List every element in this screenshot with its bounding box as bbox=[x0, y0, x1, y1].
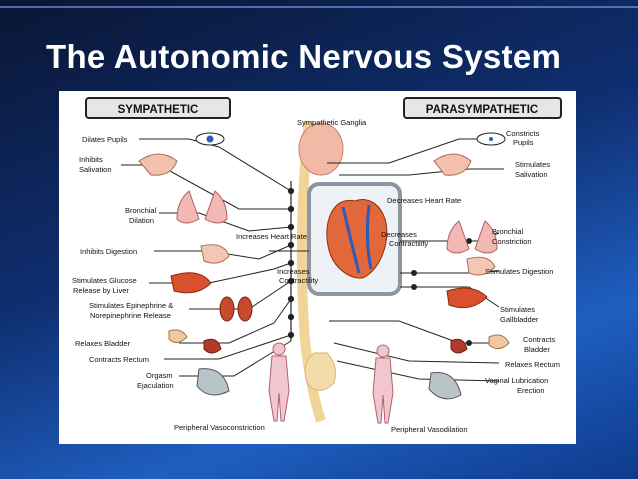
erection-label: Erection bbox=[517, 386, 545, 395]
lungs-right-icon bbox=[446, 220, 498, 254]
sacrum bbox=[304, 352, 336, 391]
sympathetic-header: SYMPATHETIC bbox=[118, 104, 199, 116]
bronchial-constriction-label-1: Bronchial bbox=[492, 227, 524, 236]
stimulates-glucose-label-2: Release by Liver bbox=[73, 286, 129, 295]
inhibits-salivation-label-1: Inhibits bbox=[79, 155, 103, 164]
decreases-contractility-label-1: Decreases bbox=[381, 230, 417, 239]
inhibits-salivation-label-2: Salivation bbox=[79, 165, 112, 174]
body-figure-left-icon bbox=[268, 342, 290, 422]
top-rule bbox=[0, 6, 638, 8]
salivary-right-icon bbox=[433, 153, 472, 176]
stimulates-glucose-label-1: Stimulates Glucose bbox=[72, 276, 137, 285]
parasympathetic-header: PARASYMPATHETIC bbox=[426, 104, 538, 116]
bronchial-dilation-label-2: Dilation bbox=[129, 216, 154, 225]
rectum-left-icon bbox=[203, 338, 222, 354]
bronchial-dilation-label-1: Bronchial bbox=[125, 206, 157, 215]
constricts-pupils-label-1: Constricts bbox=[506, 129, 540, 138]
stomach-left-icon bbox=[200, 244, 230, 264]
pupil-left-icon bbox=[206, 135, 214, 143]
inhibits-digestion-label: Inhibits Digestion bbox=[80, 247, 137, 256]
kidney-right-icon bbox=[237, 296, 253, 322]
stomach-right-icon bbox=[466, 256, 496, 276]
bladder-left-icon bbox=[168, 329, 188, 343]
increases-contractility-label-1: Increases bbox=[277, 267, 310, 276]
kidney-left-icon bbox=[219, 296, 235, 322]
stimulates-digestion-label: Stimulates Digestion bbox=[485, 267, 553, 276]
orgasm-label-1: Orgasm bbox=[146, 371, 173, 380]
liver-left-icon bbox=[170, 272, 212, 294]
relaxes-bladder-label: Relaxes Bladder bbox=[75, 339, 131, 348]
lungs-left-icon bbox=[176, 190, 228, 224]
pelvis-left-icon bbox=[196, 368, 230, 396]
parasympathetic-header-box bbox=[403, 97, 562, 119]
salivary-left-icon bbox=[138, 153, 178, 176]
epinephrine-label-2: Norepinephrine Release bbox=[90, 311, 171, 320]
bladder-right-icon bbox=[488, 334, 510, 349]
constricts-pupils-label-2: Pupils bbox=[513, 138, 534, 147]
slide-title: The Autonomic Nervous System bbox=[46, 38, 562, 75]
vasodilation-label: Peripheral Vasodilation bbox=[391, 425, 468, 434]
spinal-cord bbox=[296, 120, 326, 423]
rectum-right-icon bbox=[450, 338, 468, 354]
epinephrine-label-1: Stimulates Epinephrine & bbox=[89, 301, 173, 310]
dilates-pupils-label: Dilates Pupils bbox=[82, 135, 128, 144]
ganglia-label: Sympathetic Ganglia bbox=[297, 118, 367, 127]
orgasm-label-2: Ejaculation bbox=[137, 381, 174, 390]
gallbladder-label-2: Gallbladder bbox=[500, 315, 539, 324]
increases-heart-rate-label: Increases Heart Rate bbox=[236, 232, 307, 241]
stimulates-salivation-label-1: Stimulates bbox=[515, 160, 550, 169]
contracts-bladder-label-1: Contracts bbox=[523, 335, 555, 344]
bronchial-constriction-label-2: Constriction bbox=[492, 237, 532, 246]
pelvis-right-icon bbox=[428, 371, 462, 400]
ganglia-chain bbox=[287, 181, 295, 341]
body-figure-right-icon bbox=[372, 344, 394, 424]
relaxes-rectum-label: Relaxes Rectum bbox=[505, 360, 560, 369]
heart-vessels bbox=[341, 204, 373, 274]
decreases-contractility-label-2: Contractility bbox=[389, 239, 428, 248]
heart bbox=[326, 199, 388, 279]
increases-contractility-label-2: Contractility bbox=[279, 276, 318, 285]
stimulates-salivation-label-2: Salivation bbox=[515, 170, 548, 179]
liver-right-icon bbox=[446, 287, 488, 309]
brain bbox=[298, 122, 344, 176]
vasoconstriction-label: Peripheral Vasoconstriction bbox=[174, 423, 265, 432]
gallbladder-label-1: Stimulates bbox=[500, 305, 535, 314]
decreases-heart-rate-label: Decreases Heart Rate bbox=[387, 196, 461, 205]
vaginal-lubrication-label: Vaginal Lubrication bbox=[485, 376, 548, 385]
diagram-panel: SYMPATHETIC PARASYMPATHETIC bbox=[59, 91, 576, 444]
sympathetic-header-box bbox=[85, 97, 231, 119]
pupil-right-icon bbox=[489, 137, 493, 141]
contracts-rectum-label: Contracts Rectum bbox=[89, 355, 149, 364]
ans-diagram: SYMPATHETIC PARASYMPATHETIC bbox=[72, 97, 562, 434]
contracts-bladder-label-2: Bladder bbox=[524, 345, 550, 354]
